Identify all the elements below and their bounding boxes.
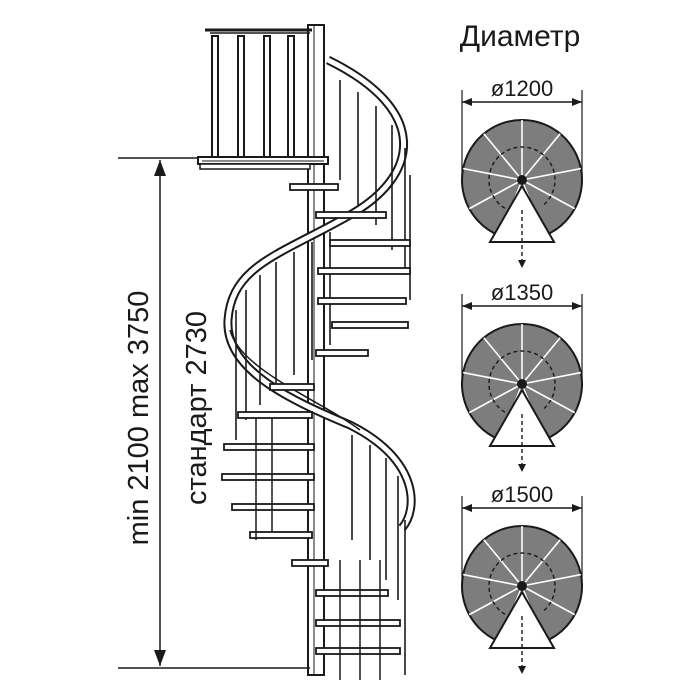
step-divider [521, 167, 582, 181]
diameter-plan-1: ø1200 [461, 76, 583, 268]
diameter-label: ø1350 [491, 280, 553, 305]
step-divider [521, 337, 561, 385]
step-divider [483, 133, 523, 181]
arrow-down-icon [518, 260, 526, 268]
diameter-label: ø1200 [491, 76, 553, 101]
arrow-left-icon [462, 302, 472, 310]
step-divider [521, 179, 576, 210]
walking-line [488, 552, 556, 616]
step-divider [468, 585, 523, 616]
arrow-down-icon [518, 464, 526, 472]
balusters [235, 80, 411, 675]
walking-line [488, 146, 556, 210]
step-divider [483, 539, 523, 587]
diameter-plans: ø1200 ø1350 ø1500 [461, 76, 583, 674]
step-divider [483, 337, 523, 385]
arrow-right-icon [572, 504, 582, 512]
arrow-up-icon [154, 160, 166, 176]
arrow-right-icon [572, 302, 582, 310]
arrow-left-icon [462, 98, 472, 106]
height-dimension [118, 157, 310, 669]
step-divider [521, 573, 582, 587]
spiral-staircase-drawing [197, 24, 416, 680]
treads [221, 183, 411, 655]
arrow-down-icon [518, 666, 526, 674]
step-divider [521, 585, 576, 616]
center-post [517, 581, 527, 591]
top-landing [197, 28, 329, 170]
arrow-left-icon [462, 504, 472, 512]
center-post [517, 379, 527, 389]
step-divider [521, 371, 582, 385]
step-divider [462, 371, 523, 385]
diameter-plan-3: ø1500 [461, 482, 583, 674]
step-divider [521, 539, 561, 587]
diameter-label: ø1500 [491, 482, 553, 507]
step-divider [521, 133, 561, 181]
height-standard-label: стандарт 2730 [181, 311, 213, 505]
step-divider [468, 179, 523, 210]
arrow-down-icon [154, 650, 166, 666]
tread-supports [255, 418, 381, 680]
step-divider [462, 573, 523, 587]
diameter-plan-2: ø1350 [461, 280, 583, 472]
diameter-title: Диаметр [460, 20, 581, 53]
arrow-right-icon [572, 98, 582, 106]
height-range-label: min 2100 max 3750 [123, 291, 155, 546]
step-divider [468, 383, 523, 414]
center-post [517, 175, 527, 185]
step-divider [521, 383, 576, 414]
walking-line [488, 350, 556, 414]
step-divider [462, 167, 523, 181]
